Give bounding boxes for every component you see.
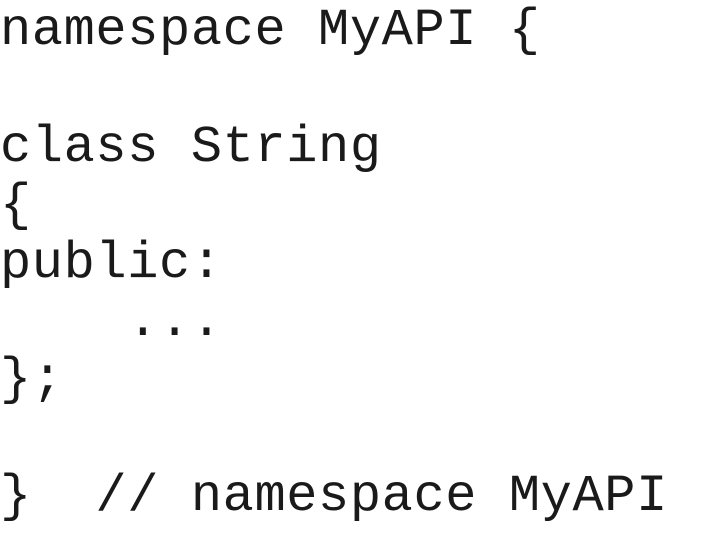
code-line-namespace-close: } // namespace MyAPI [0,467,668,526]
code-line-class-declaration: class String [0,118,382,177]
code-line-ellipsis: ... [0,292,223,351]
code-line-namespace-open: namespace MyAPI { [0,1,541,60]
code-line-public-specifier: public: [0,234,223,293]
code-line-class-brace-open: { [0,176,32,235]
code-line-class-brace-close: }; [0,350,64,409]
